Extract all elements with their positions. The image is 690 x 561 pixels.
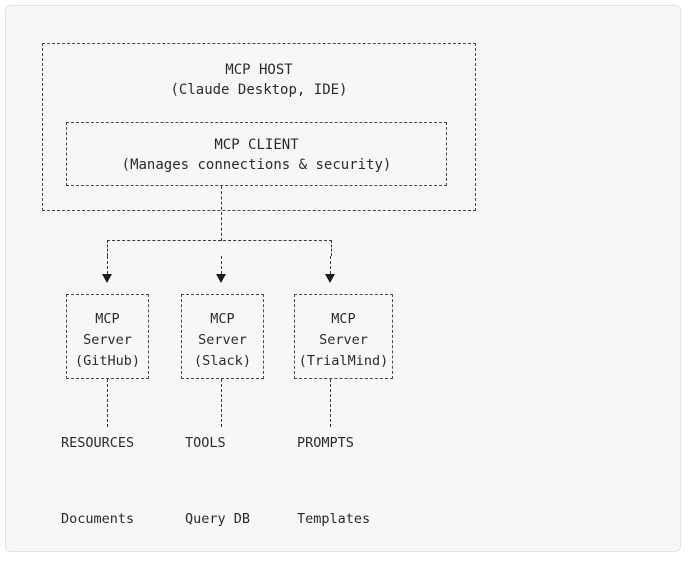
mcp-client-subtitle: (Manages connections & security): [121, 157, 392, 173]
mcp-server-trialmind-line3: (TrialMind): [298, 353, 389, 369]
client-to-bus-connector: [221, 186, 222, 241]
mcp-server-github-line1: MCP: [95, 311, 120, 327]
mcp-server-trialmind-line1: MCP: [331, 311, 356, 327]
capability-list-resources: Documents API Data Files: [61, 472, 135, 551]
list-item: Documents: [61, 511, 135, 527]
capability-heading-resources: RESOURCES: [61, 435, 135, 451]
resources-connector-line: [107, 379, 108, 427]
mcp-server-slack-line1: MCP: [210, 311, 235, 327]
mcp-host-subtitle: (Claude Desktop, IDE): [170, 82, 348, 98]
server-1-drop-line: [107, 256, 108, 274]
tools-connector-line: [221, 379, 222, 427]
server-2-drop-line: [221, 256, 222, 274]
mcp-server-slack-line3: (Slack): [194, 353, 251, 369]
server-3-arrowhead: [325, 274, 335, 283]
server-2-arrowhead: [216, 274, 226, 283]
mcp-host-title: MCP HOST: [225, 62, 293, 78]
mcp-server-trialmind-line2: Server: [319, 332, 368, 348]
capability-heading-prompts: PROMPTS: [297, 435, 354, 451]
mcp-host-box: [42, 43, 476, 211]
capability-list-prompts: Templates Instructions Guides: [297, 472, 395, 551]
server-3-drop-line: [330, 256, 331, 274]
server-1-arrowhead: [102, 274, 112, 283]
mcp-server-slack-line2: Server: [198, 332, 247, 348]
mcp-server-github-line3: (GitHub): [74, 353, 141, 369]
capability-heading-tools: TOOLS: [185, 435, 226, 451]
mcp-server-box-slack: [181, 294, 264, 379]
list-item: Query DB: [185, 511, 251, 527]
list-item: Templates: [297, 511, 371, 527]
diagram-canvas: MCP HOST (Claude Desktop, IDE) MCP CLIEN…: [6, 6, 680, 551]
capability-list-tools: Query DB Search Web Send Message: [185, 472, 283, 551]
prompts-connector-line: [330, 379, 331, 427]
mcp-server-box-github: [66, 294, 149, 379]
mcp-server-github-line2: Server: [83, 332, 132, 348]
mcp-server-box-trialmind: [294, 294, 393, 379]
mcp-client-box: [66, 122, 447, 186]
diagram-card: MCP HOST (Claude Desktop, IDE) MCP CLIEN…: [5, 5, 681, 552]
server-distribution-bus: [107, 240, 332, 256]
mcp-client-title: MCP CLIENT: [214, 137, 299, 153]
